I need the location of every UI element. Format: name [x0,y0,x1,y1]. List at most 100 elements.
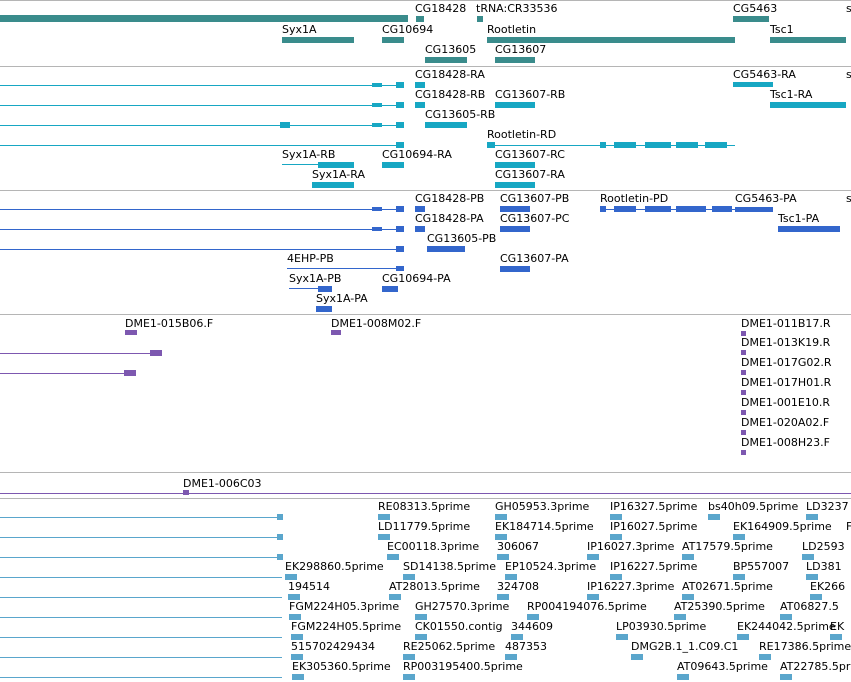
clone-alignment-line[interactable] [0,373,126,374]
transcript-intron-line[interactable] [0,105,404,106]
est-feature[interactable] [610,534,622,540]
transcript-exon[interactable] [500,206,530,212]
transcript-label[interactable]: Syx1A-PA [316,292,368,305]
clone-feature[interactable] [150,350,162,356]
transcript-label[interactable]: Syx1A-RB [282,148,336,161]
transcript-intron-line[interactable] [0,85,404,86]
clone-feature[interactable] [741,450,746,455]
clone-label[interactable]: DME1-008M02.F [331,317,422,330]
transcript-exon[interactable] [415,102,425,108]
est-label[interactable]: 306067 [497,540,539,553]
est-feature[interactable] [403,674,415,680]
est-feature[interactable] [277,514,283,520]
transcript-exon[interactable] [614,206,636,212]
est-label[interactable]: 487353 [505,640,547,653]
transcript-label[interactable]: CG13607-RB [495,88,566,101]
est-feature[interactable] [497,594,509,600]
transcript-exon[interactable] [614,142,636,148]
est-label-clipped[interactable]: LD3237 [806,500,849,513]
transcript-exon[interactable] [705,142,727,148]
transcript-intron-line[interactable] [0,229,404,230]
est-feature[interactable] [806,514,818,520]
est-feature[interactable] [631,654,643,660]
clone-label[interactable]: DME1-006C03 [183,477,262,490]
est-label[interactable]: RE17386.5prime [759,640,851,653]
clone-label[interactable]: DME1-020A02.F [741,416,830,429]
transcript-label-clipped[interactable]: s [846,68,851,81]
gene-label[interactable]: Syx1A [282,23,317,36]
est-label-clipped[interactable]: LD381 [806,560,842,573]
transcript-label[interactable]: Syx1A-RA [312,168,365,181]
est-label[interactable]: LP03930.5prime [616,620,707,633]
gene-label[interactable]: CG5463 [733,2,778,15]
transcript-exon[interactable] [396,206,404,212]
gene-label[interactable]: Rootletin [487,23,537,36]
est-feature[interactable] [806,574,818,580]
est-alignment-line[interactable] [0,597,282,598]
clone-feature[interactable] [741,390,746,395]
gene-label[interactable]: Tsc1 [770,23,794,36]
est-label[interactable]: DMG2B.1_1.C09.C1 [631,640,739,653]
est-feature[interactable] [387,554,399,560]
clone-feature[interactable] [331,330,341,335]
gene-feature[interactable] [733,16,769,22]
transcript-exon[interactable] [396,266,404,271]
est-feature[interactable] [674,614,686,620]
est-label[interactable]: 515702429434 [291,640,375,653]
transcript-intron-line[interactable] [487,145,735,146]
transcript-exon[interactable] [316,306,332,312]
transcript-exon[interactable] [495,162,535,168]
est-feature[interactable] [291,654,303,660]
est-feature[interactable] [527,614,539,620]
transcript-label[interactable]: CG18428-PB [415,192,485,205]
clone-label[interactable]: DME1-011B17.R [741,317,831,330]
est-feature[interactable] [495,534,507,540]
transcript-intron-line[interactable] [289,288,332,289]
est-feature[interactable] [587,594,599,600]
est-label[interactable]: LD11779.5prime [378,520,471,533]
clone-label[interactable]: DME1-013K19.R [741,336,831,349]
est-label[interactable]: AT09643.5prime [677,660,768,673]
est-feature[interactable] [733,574,745,580]
transcript-exon[interactable] [372,207,382,211]
est-label[interactable]: RP003195400.5prime [403,660,523,673]
gene-feature[interactable] [495,57,535,63]
est-label[interactable]: AT25390.5prime [674,600,765,613]
transcript-label[interactable]: CG13607-RA [495,168,565,181]
est-label[interactable]: GH27570.3prime [415,600,510,613]
est-label[interactable]: IP16327.5prime [610,500,698,513]
est-feature[interactable] [708,514,720,520]
est-alignment-line[interactable] [0,617,282,618]
est-label-clipped[interactable]: AT06827.5 [780,600,839,613]
clone-label[interactable]: DME1-001E10.R [741,396,830,409]
clone-feature[interactable] [741,370,746,375]
transcript-label[interactable]: CG18428-RA [415,68,485,81]
transcript-label[interactable]: CG13607-RC [495,148,565,161]
gene-label-clipped[interactable]: s [846,2,851,15]
est-feature[interactable] [495,514,507,520]
transcript-label[interactable]: Tsc1-RA [770,88,813,101]
est-feature[interactable] [403,574,415,580]
transcript-exon[interactable] [735,207,773,212]
est-alignment-line[interactable] [0,577,282,578]
transcript-label[interactable]: CG13605-RB [425,108,496,121]
est-label[interactable]: EK184714.5prime [495,520,594,533]
clone-label[interactable]: DME1-015B06.F [125,317,214,330]
transcript-label[interactable]: Tsc1-PA [778,212,820,225]
gene-feature[interactable] [0,15,408,22]
transcript-exon[interactable] [600,142,606,148]
gene-label[interactable]: tRNA:CR33536 [476,2,558,15]
clone-alignment-line[interactable] [0,493,851,494]
est-feature[interactable] [802,554,814,560]
est-feature[interactable] [415,614,427,620]
transcript-label[interactable]: CG13605-PB [427,232,497,245]
est-label[interactable]: RP004194076.5prime [527,600,647,613]
transcript-exon[interactable] [372,83,382,87]
clone-label[interactable]: DME1-017H01.R [741,376,832,389]
transcript-exon[interactable] [372,103,382,107]
est-feature[interactable] [682,594,694,600]
gene-label[interactable]: CG13607 [495,43,547,56]
transcript-exon[interactable] [712,206,732,212]
transcript-exon[interactable] [318,286,332,292]
est-feature[interactable] [289,614,301,620]
